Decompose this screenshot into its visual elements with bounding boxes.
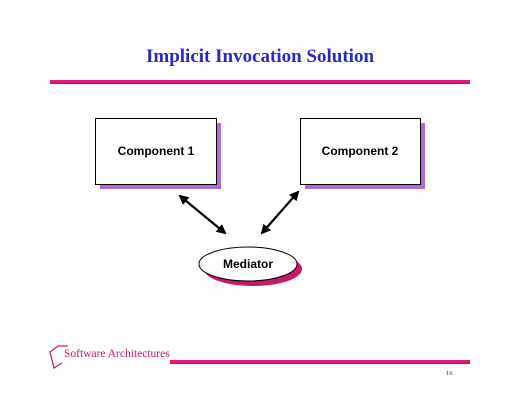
mediator-ellipse [198,246,298,282]
component-2-box [300,118,421,185]
mediator-node: Mediator [198,246,302,286]
component-1-box [95,118,217,185]
edge-component-2-mediator [260,190,300,235]
mediator-label: Mediator [223,257,273,271]
footer-rule-shadow [170,363,470,364]
footer-rule [170,360,470,363]
slide-title: Implicit Invocation Solution [145,46,375,67]
title-underline [50,80,470,83]
edge-component-1-mediator [178,194,227,235]
footer-course-title: Software Architectures [64,348,170,360]
bracket-logo-icon [49,345,68,369]
component-1-label: Component 1 [118,144,195,158]
title-underline-shadow [50,83,470,84]
component-1-node: Component 1 [95,118,221,189]
page-number: 16 [446,370,453,377]
component-2-label: Component 2 [322,144,399,158]
component-2-node: Component 2 [300,118,425,189]
